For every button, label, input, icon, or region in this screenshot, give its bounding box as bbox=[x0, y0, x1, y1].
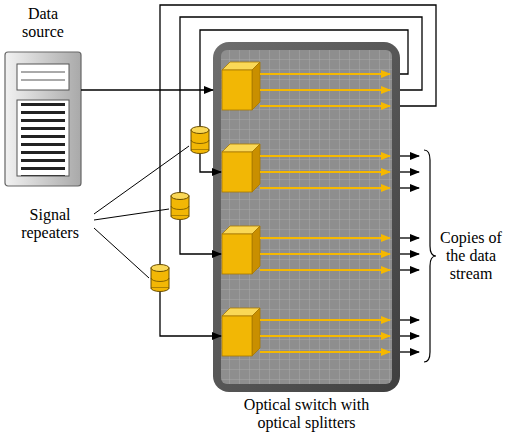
signal-link bbox=[81, 89, 213, 90]
node-caption: Optical switch with optical splitters bbox=[232, 396, 382, 432]
server-icon bbox=[5, 52, 81, 186]
switch-housing bbox=[213, 42, 400, 392]
part-label: Signal repeaters bbox=[4, 206, 96, 242]
leader-line bbox=[94, 146, 189, 278]
output-arrow bbox=[400, 156, 419, 352]
loopback-fibre bbox=[160, 5, 436, 336]
server-node: Data source bbox=[5, 5, 81, 188]
curly-brace bbox=[424, 150, 436, 362]
optical-splitter bbox=[222, 62, 260, 356]
splitter-outputs bbox=[260, 74, 390, 352]
signal-repeater bbox=[151, 127, 209, 292]
node-heading: Data source bbox=[12, 5, 74, 41]
switch-node: Optical switch with optical splitters bbox=[213, 42, 400, 392]
output-label: Copies of the data stream bbox=[438, 229, 504, 283]
